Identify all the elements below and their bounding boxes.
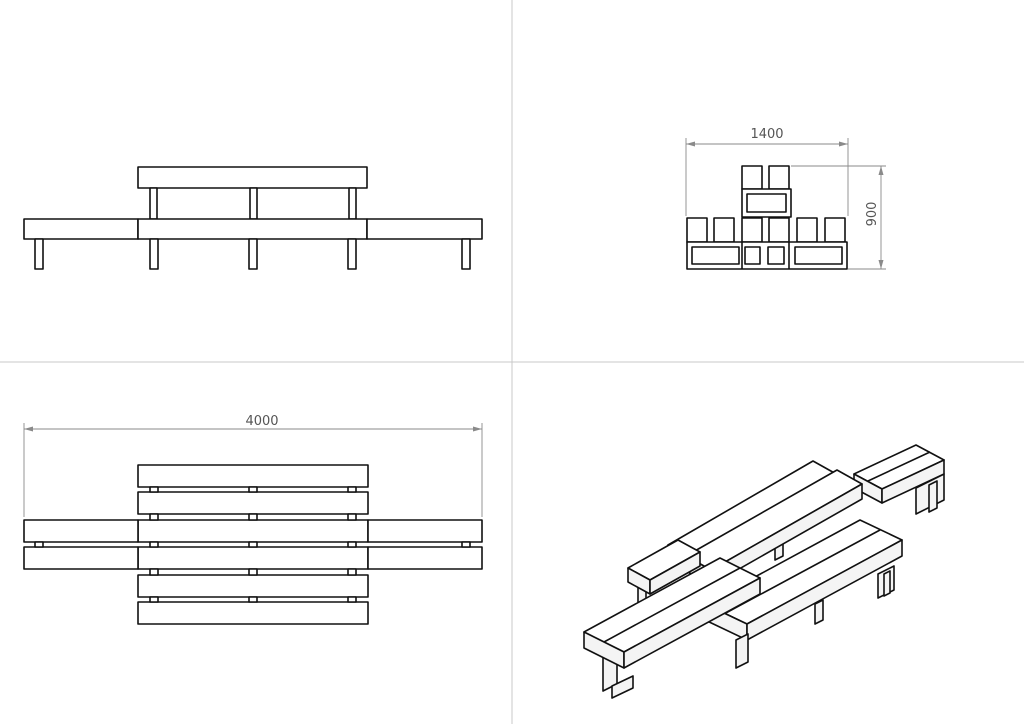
side-lower-frame-inner [691, 246, 740, 265]
top-support [149, 541, 159, 548]
front-upper-leg [149, 187, 158, 220]
top-support [248, 568, 258, 576]
iso-bench-back-right [853, 444, 945, 515]
side-upper-seat-right [768, 165, 790, 190]
top-support [347, 513, 357, 521]
top-support [248, 513, 258, 521]
top-support [149, 568, 159, 576]
side-upper-seat-left [741, 165, 763, 190]
dimension-arrow [878, 166, 884, 175]
isometric-view [583, 444, 945, 699]
top-support [347, 596, 357, 603]
side-lower-seat [824, 217, 846, 243]
top-plank [137, 519, 369, 543]
top-support [347, 568, 357, 576]
top-support [34, 541, 44, 548]
side-upper-frame-inner [746, 193, 787, 213]
dimension-arrow [473, 426, 482, 432]
top-wing-right [367, 546, 483, 570]
top-support [347, 486, 357, 493]
front-upper-seat [137, 166, 368, 189]
dimension-arrow [839, 141, 848, 147]
front-lower-seat-center [137, 218, 368, 240]
iso-bench-left-long [627, 539, 701, 607]
top-support [248, 486, 258, 493]
side-lower-seat [713, 217, 735, 243]
front-lower-seat-right [366, 218, 483, 240]
top-view: 4000 [23, 414, 483, 625]
side-lower-seat [796, 217, 818, 243]
dimension-arrow [24, 426, 33, 432]
side-lower-frame-inner [794, 246, 843, 265]
front-lower-leg [34, 238, 44, 270]
top-plank [137, 546, 369, 570]
top-plank [137, 491, 369, 515]
side-lower-seat [686, 217, 708, 243]
height-dimension-label: 900 [865, 202, 880, 227]
top-support [461, 541, 471, 548]
top-support [149, 596, 159, 603]
length-dimension-label: 4000 [245, 414, 278, 429]
top-support [149, 513, 159, 521]
side-lower-seat [768, 217, 790, 243]
iso-bench-front-left [583, 557, 761, 699]
front-view [23, 166, 483, 270]
front-upper-leg [249, 187, 258, 220]
top-wing-left [23, 546, 139, 570]
width-dimension-label: 1400 [750, 127, 783, 142]
side-lower-seat [741, 217, 763, 243]
top-wing-right [367, 519, 483, 543]
front-lower-seat-left [23, 218, 139, 240]
front-lower-leg [461, 238, 471, 270]
front-upper-leg [348, 187, 357, 220]
side-lower-frame-inner [744, 246, 761, 265]
front-lower-leg [347, 238, 357, 270]
top-support [347, 541, 357, 548]
top-wing-left [23, 519, 139, 543]
top-support [149, 486, 159, 493]
top-support [248, 596, 258, 603]
top-plank [137, 464, 369, 488]
dimension-arrow [686, 141, 695, 147]
dimension-arrow [878, 260, 884, 269]
top-plank [137, 574, 369, 598]
top-support [248, 541, 258, 548]
side-lower-frame-inner [767, 246, 785, 265]
front-lower-leg [248, 238, 258, 270]
front-lower-leg [149, 238, 159, 270]
side-view: 1400 900 [685, 127, 886, 270]
top-plank [137, 601, 369, 625]
